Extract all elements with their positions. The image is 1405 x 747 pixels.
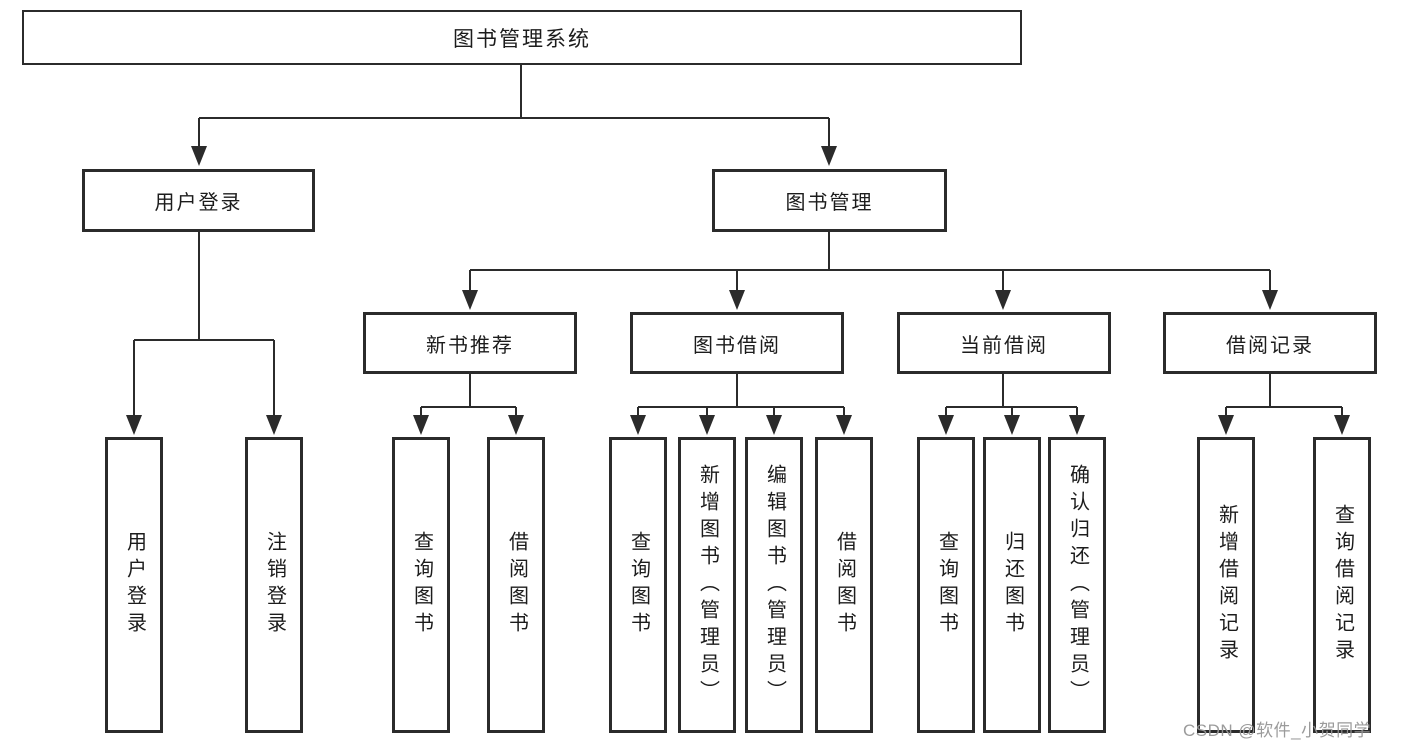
leaf-confirm-return-admin: 确认归还（管理员） bbox=[1048, 437, 1106, 733]
leaf-user-login: 用户登录 bbox=[105, 437, 163, 733]
node-book-borrowing: 图书借阅 bbox=[630, 312, 844, 374]
leaf-query-books-recommend: 查询图书 bbox=[392, 437, 450, 733]
leaf-logout: 注销登录 bbox=[245, 437, 303, 733]
watermark: CSDN @软件_小贺同学 bbox=[1183, 721, 1372, 740]
leaf-edit-book-admin: 编辑图书（管理员） bbox=[745, 437, 803, 733]
leaf-borrow-books-recommend: 借阅图书 bbox=[487, 437, 545, 733]
node-user-login: 用户登录 bbox=[82, 169, 315, 232]
leaf-borrow-books-borrow: 借阅图书 bbox=[815, 437, 873, 733]
leaf-query-borrow-record: 查询借阅记录 bbox=[1313, 437, 1371, 733]
node-borrowing-records: 借阅记录 bbox=[1163, 312, 1377, 374]
leaf-add-borrow-record: 新增借阅记录 bbox=[1197, 437, 1255, 733]
node-new-book-recommendation: 新书推荐 bbox=[363, 312, 577, 374]
leaf-add-book-admin: 新增图书（管理员） bbox=[678, 437, 736, 733]
node-book-management: 图书管理 bbox=[712, 169, 947, 232]
leaf-query-books-borrow: 查询图书 bbox=[609, 437, 667, 733]
node-library-system: 图书管理系统 bbox=[22, 10, 1022, 65]
leaf-return-books: 归还图书 bbox=[983, 437, 1041, 733]
leaf-query-books-current: 查询图书 bbox=[917, 437, 975, 733]
node-current-borrowing: 当前借阅 bbox=[897, 312, 1111, 374]
